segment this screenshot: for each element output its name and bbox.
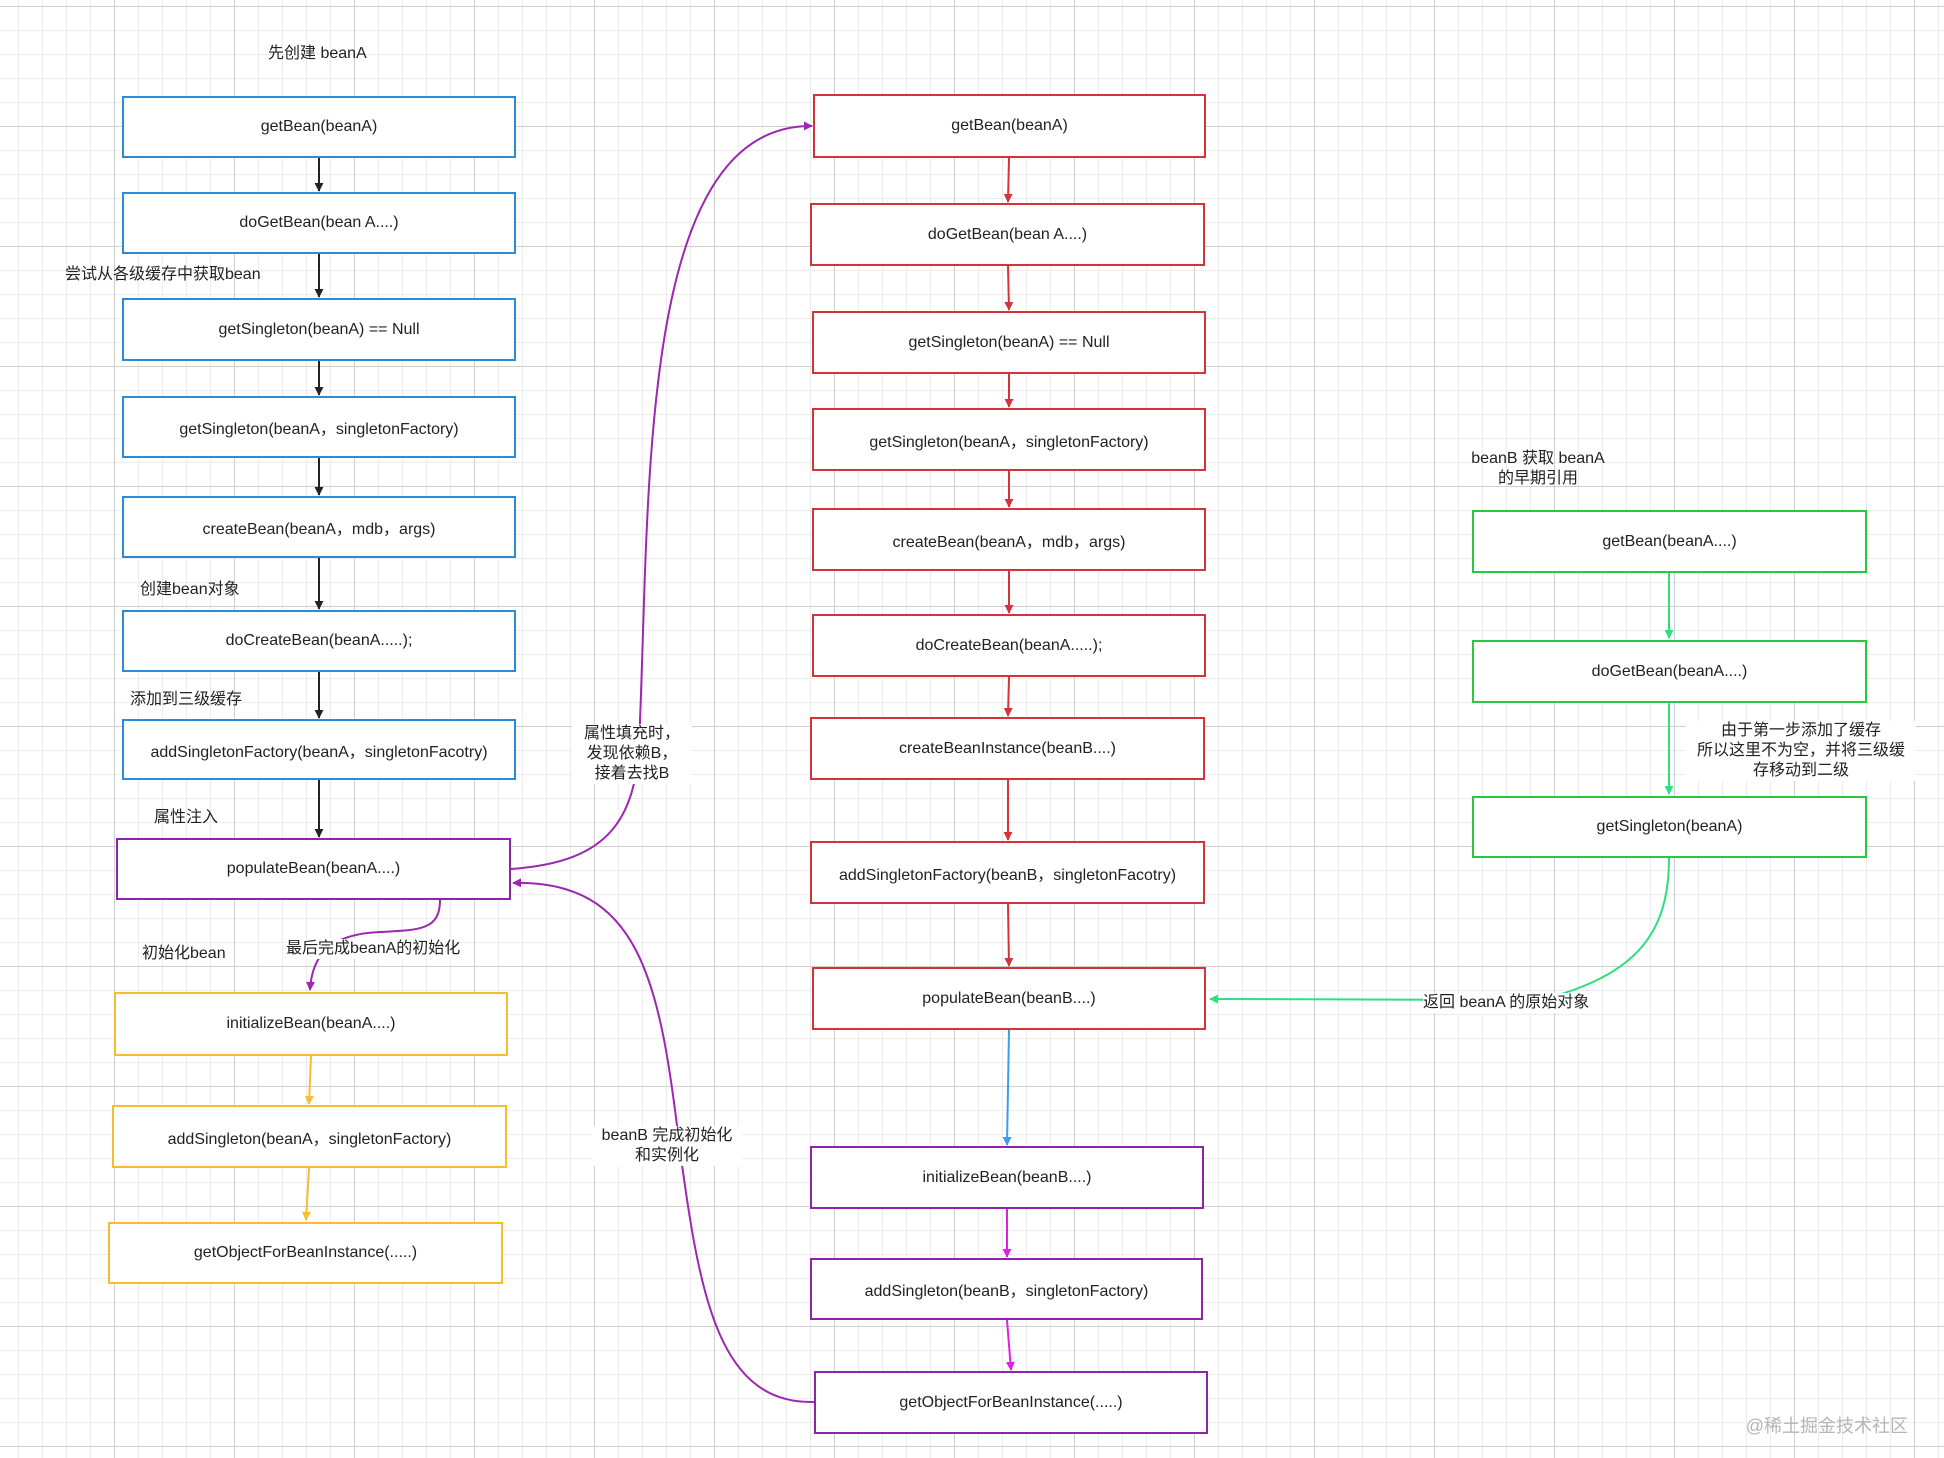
left-yellow-arrows	[301, 1055, 314, 1221]
left-node-addsingleton[interactable]: addSingleton(beanA，singletonFactory)	[112, 1105, 507, 1168]
left-header: 先创建 beanA	[268, 45, 367, 62]
label-b-done: beanB 完成初始化 和实例化	[592, 1126, 742, 1166]
arrow-mid-8	[1004, 903, 1014, 967]
mid-node-addsingletonfactory[interactable]: addSingletonFactory(beanB，singletonFacot…	[810, 841, 1205, 904]
arrow-mid-1	[1003, 157, 1013, 203]
note-init: 初始化bean	[142, 945, 226, 962]
note-create-obj: 创建bean对象	[140, 581, 240, 598]
right-node-getbean[interactable]: getBean(beanA....)	[1472, 510, 1867, 573]
mid-node-populatebean[interactable]: populateBean(beanB....)	[812, 967, 1206, 1030]
mid-node-getobjectforbeaninstance[interactable]: getObjectForBeanInstance(.....)	[814, 1371, 1208, 1434]
arrow-mid-2	[1004, 265, 1014, 311]
mid-node-getsingleton-factory[interactable]: getSingleton(beanA，singletonFactory)	[812, 408, 1206, 471]
arrow-left-yellow-2	[301, 1167, 311, 1221]
label-fill-prop: 属性填充时， 发现依赖B， 接着去找B	[572, 724, 692, 784]
right-header-line1: beanB 获取 beanA	[1471, 450, 1605, 467]
arrow-mid-6	[1003, 676, 1013, 717]
left-node-createbean[interactable]: createBean(beanA，mdb，args)	[122, 496, 516, 558]
label-b-done-line2: 和实例化	[634, 1147, 699, 1164]
mid-node-createbean[interactable]: createBean(beanA，mdb，args)	[812, 508, 1206, 571]
label-b-done-line1: beanB 完成初始化	[601, 1127, 733, 1144]
left-node-getsingleton-factory[interactable]: getSingleton(beanA，singletonFactory)	[122, 396, 516, 458]
arrow-return-a	[1209, 857, 1670, 1004]
label-fill-prop-line3: 接着去找B	[594, 765, 670, 782]
right-header-line2: 的早期引用	[1497, 470, 1578, 487]
note-inject: 属性注入	[154, 809, 219, 826]
watermark: @稀土掘金技术社区	[1745, 1416, 1908, 1436]
right-node-dogetbean[interactable]: doGetBean(beanA....)	[1472, 640, 1867, 703]
note-add-l3: 添加到三级缓存	[130, 691, 243, 708]
mid-node-initializebean[interactable]: initializeBean(beanB....)	[810, 1146, 1204, 1209]
mid-node-dogetbean[interactable]: doGetBean(bean A....)	[810, 203, 1205, 266]
right-note: 由于第一步添加了缓存 所以这里不为空，并将三级缓 存移动到二级	[1686, 721, 1916, 781]
mid-node-createbeaninstance[interactable]: createBeanInstance(beanB....)	[810, 717, 1205, 780]
arrow-fill-prop	[510, 121, 813, 870]
middle-column-arrows	[1003, 157, 1014, 967]
label-fill-prop-line2: 发现依赖B，	[586, 745, 678, 762]
mid-node-docreatebean[interactable]: doCreateBean(beanA.....);	[812, 614, 1206, 677]
left-node-dogetbean[interactable]: doGetBean(bean A....)	[122, 192, 516, 254]
left-node-populatebean[interactable]: populateBean(beanA....)	[116, 838, 511, 900]
left-node-getsingleton-null[interactable]: getSingleton(beanA) == Null	[122, 298, 516, 361]
arrow-mid-9	[1002, 1029, 1012, 1146]
note-finish-a: 最后完成beanA的初始化	[286, 939, 461, 959]
left-node-initializebean[interactable]: initializeBean(beanA....)	[114, 992, 508, 1056]
mid-node-getsingleton-null[interactable]: getSingleton(beanA) == Null	[812, 311, 1206, 374]
left-node-getobjectforbeaninstance[interactable]: getObjectForBeanInstance(.....)	[108, 1222, 503, 1284]
mid-node-getbean[interactable]: getBean(beanA)	[813, 94, 1206, 158]
label-return-a: 返回 beanA 的原始对象	[1423, 993, 1590, 1013]
right-note-line2: 所以这里不为空，并将三级缓	[1696, 742, 1905, 759]
right-note-line1: 由于第一步添加了缓存	[1720, 722, 1881, 739]
right-column-arrows	[1209, 573, 1674, 1004]
arrow-mid-11	[1005, 1319, 1015, 1371]
arrow-left-yellow-1	[304, 1055, 314, 1105]
left-node-addsingletonfactory[interactable]: addSingletonFactory(beanA，singletonFacot…	[122, 719, 516, 780]
left-node-docreatebean[interactable]: doCreateBean(beanA.....);	[122, 610, 516, 672]
right-note-line3: 存移动到二级	[1752, 762, 1849, 779]
label-fill-prop-line1: 属性填充时，	[583, 725, 680, 742]
right-header: beanB 获取 beanA 的早期引用	[1448, 449, 1628, 489]
mid-node-addsingleton[interactable]: addSingleton(beanB，singletonFactory)	[810, 1258, 1203, 1320]
note-try-cache: 尝试从各级缓存中获取bean	[65, 266, 261, 283]
arrow-finish-a	[305, 899, 441, 991]
right-node-getsingleton[interactable]: getSingleton(beanA)	[1472, 796, 1867, 858]
left-node-getbean[interactable]: getBean(beanA)	[122, 96, 516, 158]
